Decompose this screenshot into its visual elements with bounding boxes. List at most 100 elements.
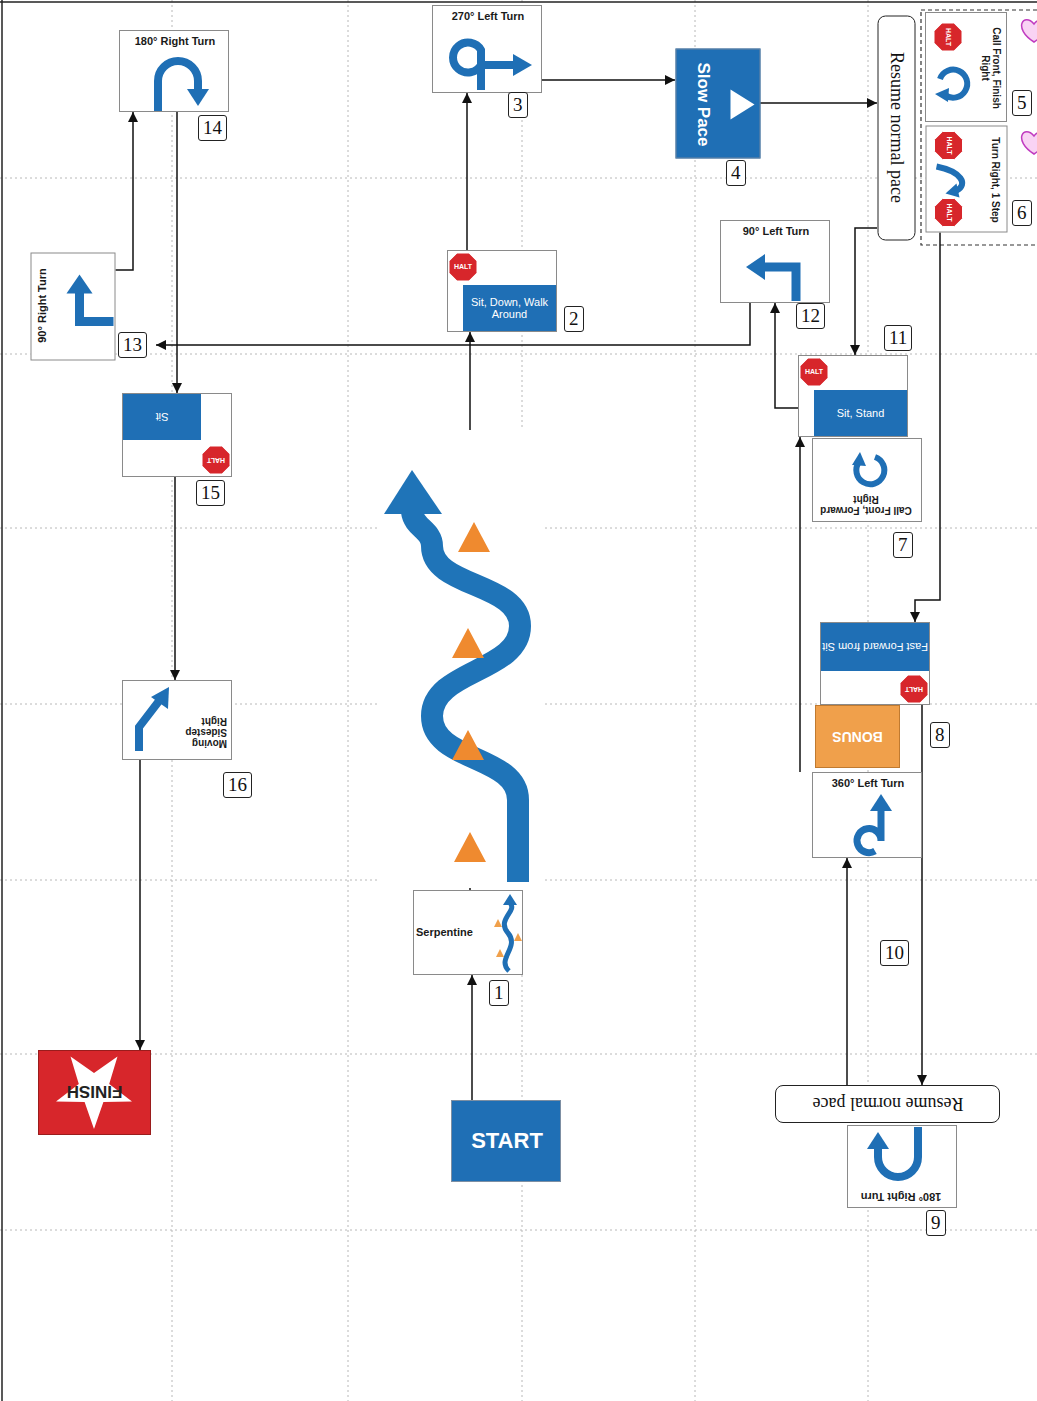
sign-arrow bbox=[857, 809, 881, 853]
sign-arrow bbox=[79, 291, 113, 321]
halt-octagon bbox=[934, 23, 962, 51]
sign-arrow bbox=[867, 1132, 889, 1149]
callout-number: 14 bbox=[198, 115, 227, 141]
sign-text: 360° Left Turn bbox=[816, 777, 920, 789]
halt-label: HALT bbox=[449, 263, 477, 271]
sign-arrow bbox=[496, 949, 504, 957]
sign-face: Serpentine bbox=[413, 890, 523, 975]
sign-face: Call Front, Finish Right HALT bbox=[925, 12, 1007, 122]
sign-panel bbox=[463, 285, 556, 331]
sign-face: HALT Sit bbox=[122, 393, 232, 477]
halt-label: HALT bbox=[944, 198, 952, 226]
sign-arrow bbox=[514, 933, 522, 941]
callout-number: 5 bbox=[1012, 90, 1032, 116]
sign-face: BONUS bbox=[815, 705, 900, 768]
halt-label: HALT bbox=[944, 131, 952, 159]
sign-text: Fast Forward from Sit bbox=[821, 641, 929, 653]
rally-sign: 90° Right Turn bbox=[30, 252, 115, 360]
sign-text: START bbox=[452, 1129, 562, 1154]
rally-sign: 180° Right Turn bbox=[847, 1125, 957, 1208]
sign-face: Resume normal pace bbox=[775, 1085, 1000, 1123]
pace-note: Resume normal pace bbox=[877, 15, 915, 240]
cone bbox=[454, 832, 486, 862]
sign-panel bbox=[814, 390, 907, 436]
rally-sign: Call Front, Finish Right HALT bbox=[925, 12, 1007, 122]
sign-panel bbox=[123, 394, 201, 440]
rally-sign: HALT Fast Forward from Sit bbox=[820, 622, 930, 705]
callout-number: 13 bbox=[118, 332, 147, 358]
sign-face: Moving Sidestep Right bbox=[122, 680, 232, 760]
sign-arrow bbox=[936, 166, 962, 190]
sign-face: FINISH bbox=[38, 1050, 151, 1135]
halt-label: HALT bbox=[944, 23, 952, 51]
sign-face: 180° Right Turn bbox=[119, 30, 229, 112]
sign-arrow bbox=[453, 43, 515, 90]
rally-sign: 270° Left Turn bbox=[432, 5, 542, 93]
halt-octagon bbox=[449, 253, 477, 281]
sign-text: Call Front, Finish Right bbox=[980, 17, 1002, 119]
sign-text: Sit, Down, Walk Around bbox=[463, 296, 556, 321]
start-sign: START bbox=[451, 1100, 561, 1182]
sign-face: START bbox=[451, 1100, 561, 1182]
halt-octagon bbox=[900, 675, 928, 703]
course-arrow bbox=[174, 477, 176, 680]
callout-number: 8 bbox=[930, 722, 950, 748]
course-arrow bbox=[469, 332, 471, 890]
sign-face: Turn Right, 1 StepHALTHALT bbox=[925, 125, 1007, 232]
sign-arrow bbox=[945, 183, 959, 197]
sign-text: FINISH bbox=[39, 1082, 150, 1101]
callout-number: 3 bbox=[508, 92, 528, 118]
course-arrow bbox=[176, 112, 178, 393]
course-arrow bbox=[921, 705, 923, 1085]
grid-line bbox=[0, 880, 1037, 881]
sign-text: BONUS bbox=[816, 729, 899, 745]
cone bbox=[452, 730, 484, 760]
callout-number: 11 bbox=[884, 325, 912, 351]
sign-face: 360° Left Turn bbox=[812, 772, 922, 858]
sign-arrow bbox=[503, 894, 517, 905]
callout-number: 1 bbox=[489, 980, 509, 1006]
sign-text: Sit, Stand bbox=[814, 407, 907, 419]
course-arrow bbox=[915, 232, 940, 622]
sign-arrow bbox=[870, 794, 892, 811]
rally-sign: 360° Left Turn bbox=[812, 772, 922, 858]
course-arrow bbox=[775, 303, 798, 408]
cone bbox=[452, 628, 484, 658]
ring-border bbox=[0, 1, 1037, 3]
callout-number: 7 bbox=[893, 532, 913, 558]
callout-number: 10 bbox=[880, 940, 909, 966]
sign-symbol bbox=[674, 49, 759, 159]
halt-label: HALT bbox=[202, 456, 230, 464]
grid-line bbox=[695, 0, 696, 1401]
pace-note: Resume normal pace bbox=[775, 1085, 1000, 1123]
grid-line bbox=[522, 0, 523, 1401]
course-arrow bbox=[115, 112, 133, 270]
sign-text: Moving Sidestep Right bbox=[165, 715, 227, 749]
sign-arrow bbox=[513, 54, 532, 76]
serpentine-arrowhead bbox=[384, 470, 442, 514]
callout-number: 15 bbox=[196, 480, 225, 506]
sign-arrow bbox=[158, 61, 198, 111]
grid-line bbox=[0, 1054, 1037, 1055]
sign-arrow bbox=[151, 687, 169, 709]
sign-face: Call Front, Forward Right bbox=[812, 438, 922, 522]
grid-line bbox=[0, 528, 1037, 529]
grid-line bbox=[348, 0, 349, 1401]
sign-text: Sit bbox=[123, 411, 201, 423]
rally-sign: Turn Right, 1 StepHALTHALT bbox=[925, 125, 1007, 232]
sign-arrow bbox=[494, 919, 502, 927]
sign-arrow bbox=[187, 89, 209, 106]
sign-arrow bbox=[763, 267, 796, 301]
rally-sign: 180° Right Turn bbox=[119, 30, 229, 112]
halt-label: HALT bbox=[900, 685, 928, 693]
sign-face: Slow Pace bbox=[675, 48, 760, 158]
heart-mark bbox=[1022, 132, 1037, 154]
rally-sign: Call Front, Forward Right bbox=[812, 438, 922, 522]
sign-panel bbox=[821, 623, 929, 671]
rally-sign: HALTSit, Stand bbox=[798, 355, 908, 437]
sign-face: 90° Left Turn bbox=[720, 220, 830, 303]
sign-arrow bbox=[935, 88, 949, 102]
course-arrow bbox=[760, 102, 877, 104]
sign-text: 90° Right Turn bbox=[35, 254, 47, 356]
